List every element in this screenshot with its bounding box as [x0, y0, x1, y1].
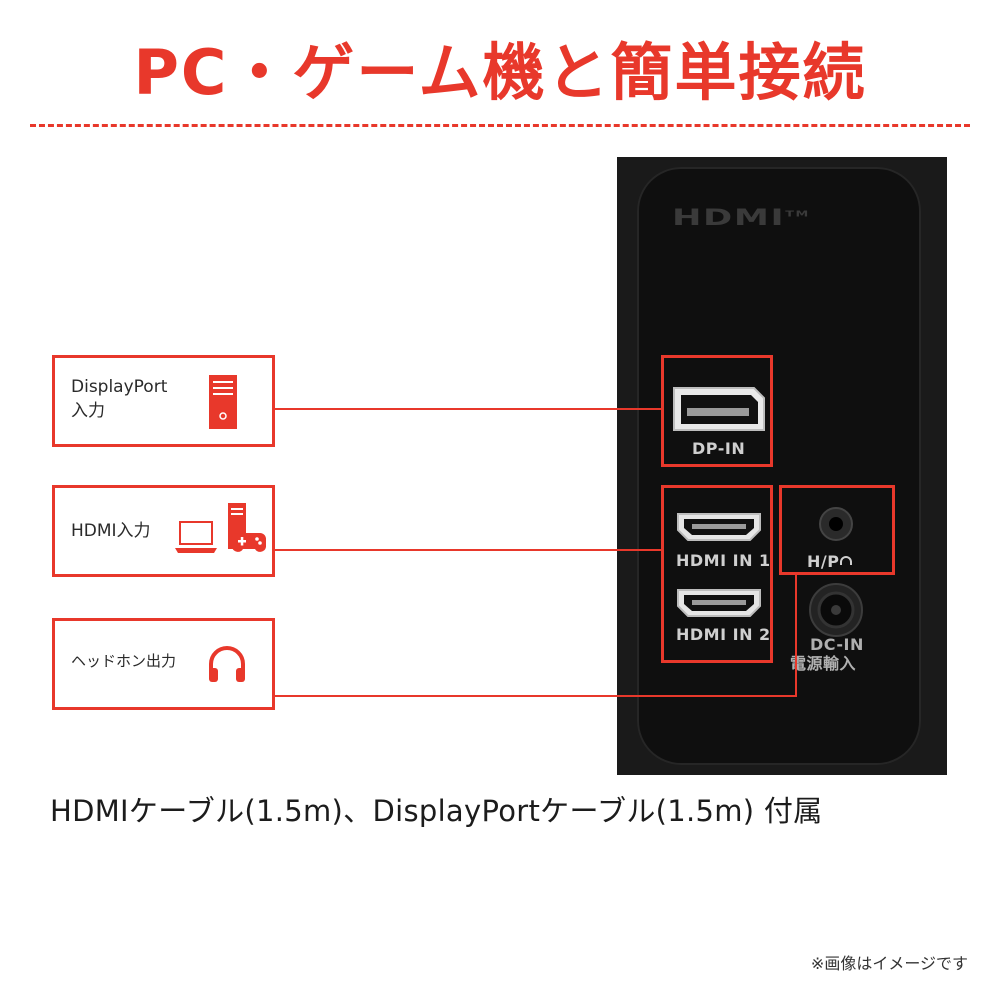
- page-title: PC・ゲーム機と簡単接続: [133, 36, 867, 109]
- headphone-jack-highlight: [779, 485, 895, 575]
- dp-port-highlight: [661, 355, 773, 467]
- displayport-socket-icon: [673, 387, 765, 431]
- callout-headphones-label: ヘッドホン出力: [71, 652, 177, 670]
- dc-in-socket-icon: [809, 583, 863, 637]
- hp-label: H/P: [807, 553, 853, 571]
- image-disclaimer: ※画像はイメージです: [810, 954, 968, 973]
- dc-in-label: DC-IN: [810, 635, 864, 654]
- pc-tower-icon: [209, 375, 237, 429]
- power-input-label: 電源輸入: [790, 654, 857, 673]
- hdmi-in-1-label: HDMI IN 1: [676, 551, 771, 570]
- hdmi-ports-highlight: [661, 485, 773, 663]
- hdmi1-socket-icon: [677, 513, 761, 541]
- game-controller-icon: [232, 533, 266, 552]
- headphones-icon: [209, 646, 245, 682]
- hdmi-logo: HDMITM: [672, 206, 810, 231]
- callout-headphones: ヘッドホン出力: [52, 618, 275, 710]
- included-cables-caption: HDMIケーブル(1.5m)、DisplayPortケーブル(1.5m) 付属: [50, 794, 823, 828]
- callout-hdmi-label: HDMI入力: [71, 521, 151, 541]
- laptop-icon: [175, 521, 217, 553]
- connector-displayport: [275, 408, 661, 410]
- callout-hdmi: HDMI入力: [52, 485, 275, 577]
- headphone-jack-socket-icon: [819, 507, 853, 541]
- connector-hdmi: [275, 549, 661, 551]
- hdmi-in-2-label: HDMI IN 2: [676, 625, 771, 644]
- headphone-mini-icon: [840, 556, 853, 565]
- title-divider: [30, 124, 970, 127]
- dp-in-label: DP-IN: [692, 439, 746, 458]
- hdmi2-socket-icon: [677, 589, 761, 617]
- connector-headphones-vertical: [795, 575, 797, 696]
- connector-headphones: [275, 695, 797, 697]
